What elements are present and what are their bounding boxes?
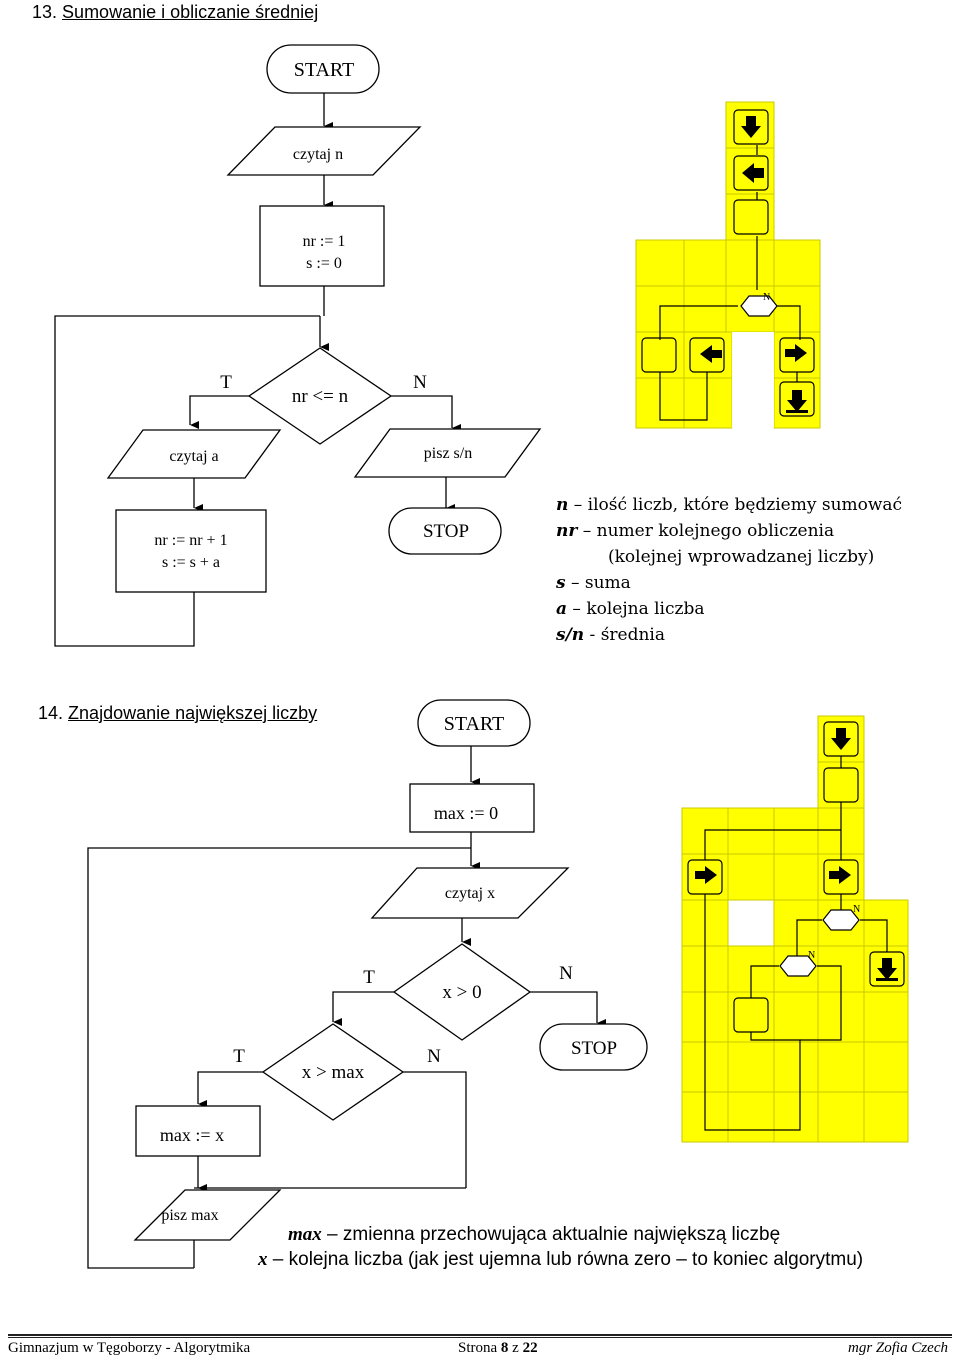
branch-n-inner: N: [427, 1046, 441, 1067]
footer-rule: [8, 1334, 952, 1336]
footer-author: mgr Zofia Czech: [847, 1340, 948, 1356]
section-13-heading: 13. Sumowanie i obliczanie średniej: [32, 2, 318, 23]
section-14-heading: 14. Znajdowanie największej liczby: [38, 703, 317, 724]
init-line2-13: s := 0: [306, 255, 342, 272]
footer-rule-thin: [8, 1337, 952, 1338]
read-a-label: czytaj a: [169, 448, 218, 465]
init-label-14: max := 0: [434, 803, 498, 823]
puzzle-2-decision-label-1: N: [853, 904, 860, 915]
legend-13-row: n – ilość liczb, które będziemy sumować: [556, 495, 903, 515]
read-x-label: czytaj x: [445, 885, 495, 902]
init-process-14: [409, 783, 535, 833]
decision-label-13: nr <= n: [292, 386, 349, 407]
legend-14-row: x – kolejna liczba (jak jest ujemna lub …: [258, 1249, 864, 1270]
start-label-13: START: [294, 59, 355, 81]
puzzle-1-decision-label: N: [763, 292, 770, 303]
legend-14-row: max – zmienna przechowująca aktualnie na…: [288, 1224, 781, 1245]
puzzle-grid-1: N: [635, 101, 821, 429]
init-line1-13: nr := 1: [303, 233, 346, 250]
read-x-io: [370, 867, 570, 919]
legend-13: n – ilość liczb, które będziemy sumować …: [556, 492, 902, 648]
branch-t-outer: T: [363, 967, 375, 988]
legend-13-row: nr – numer kolejnego obliczenia: [556, 521, 835, 541]
read-n-label: czytaj n: [293, 146, 343, 163]
section-14-number: 14.: [38, 703, 64, 723]
section-14-title: Znajdowanie największej liczby: [68, 703, 318, 723]
decision-outer-14: [392, 943, 532, 1041]
write-max-label: pisz max: [161, 1207, 218, 1224]
stop-terminator-13: [388, 507, 502, 555]
legend-13-row: s – suma: [556, 573, 631, 593]
footer-school: Gimnazjum w Tęgoborzy - Algorytmika: [8, 1340, 251, 1356]
update-line2-13: s := s + a: [162, 554, 220, 571]
decision-inner-14: [261, 1023, 405, 1121]
start-terminator-14: [417, 699, 531, 747]
legend-13-row: (kolejnej wprowadzanej liczby): [608, 547, 875, 567]
section-13-title: Sumowanie i obliczanie średniej: [62, 2, 319, 22]
update-line1-13: nr := nr + 1: [154, 532, 227, 549]
stop-label-14: STOP: [571, 1038, 617, 1059]
legend-14: max – zmienna przechowująca aktualnie na…: [258, 1222, 863, 1272]
flowchart-14-labels: START max := 0 czytaj x x > 0 T N STOP x…: [160, 713, 617, 1224]
stop-terminator-14: [539, 1023, 648, 1071]
start-label-14: START: [444, 713, 505, 735]
flowchart-14: [87, 699, 648, 1269]
branch-t-13: T: [220, 372, 232, 393]
read-a-io: [106, 429, 282, 479]
flowchart-13-labels: START czytaj n nr := 1 s := 0 nr <= n T …: [154, 59, 472, 571]
assign-label-14: max := x: [160, 1125, 224, 1145]
flowchart-13: [54, 44, 542, 647]
legend-13-row: a – kolejna liczba: [556, 599, 705, 619]
stop-label-13: STOP: [423, 521, 469, 542]
decision-inner-label: x > max: [302, 1062, 365, 1083]
write-max-io: [133, 1189, 282, 1241]
footer-page: Strona 8 z 22: [458, 1340, 538, 1356]
init-process-13: [259, 205, 385, 287]
legend-13-row: s/n - średnia: [556, 625, 666, 645]
puzzle-grid-2: N N: [681, 715, 909, 1143]
write-avg-io: [353, 428, 542, 478]
update-process-13: [115, 509, 267, 593]
branch-n-13: N: [413, 372, 427, 393]
read-n-io: [226, 126, 422, 176]
section-13-number: 13.: [32, 2, 58, 22]
write-avg-label: pisz s/n: [424, 445, 472, 462]
decision-outer-label: x > 0: [442, 982, 481, 1003]
flowcharts-canvas: START czytaj n nr := 1 s := 0 nr <= n T …: [54, 44, 909, 1269]
branch-n-outer: N: [559, 963, 573, 984]
branch-t-inner: T: [233, 1046, 245, 1067]
start-terminator-13: [266, 44, 380, 94]
puzzle-2-decision-label-2: N: [808, 950, 815, 961]
decision-13: [247, 347, 393, 445]
